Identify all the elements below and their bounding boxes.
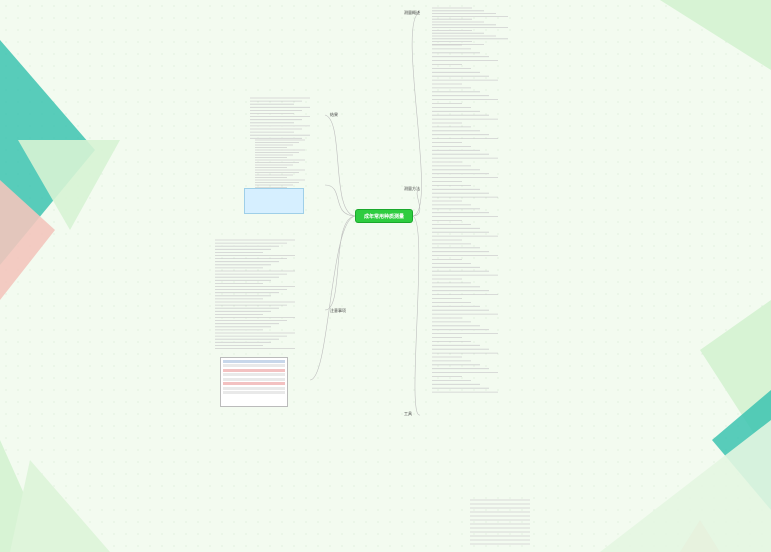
note-callout xyxy=(244,188,304,214)
central-topic[interactable]: 成年常用种质测量 xyxy=(356,210,412,222)
embedded-table-image xyxy=(220,357,288,407)
branch-label[interactable]: 结果 xyxy=(330,112,338,117)
branch-label[interactable]: 注意事项 xyxy=(330,308,346,313)
branch-label[interactable]: 测量概述 xyxy=(404,10,420,15)
branch-label[interactable]: 测量方法 xyxy=(404,186,420,191)
branch-label[interactable]: 工具 xyxy=(404,411,412,416)
